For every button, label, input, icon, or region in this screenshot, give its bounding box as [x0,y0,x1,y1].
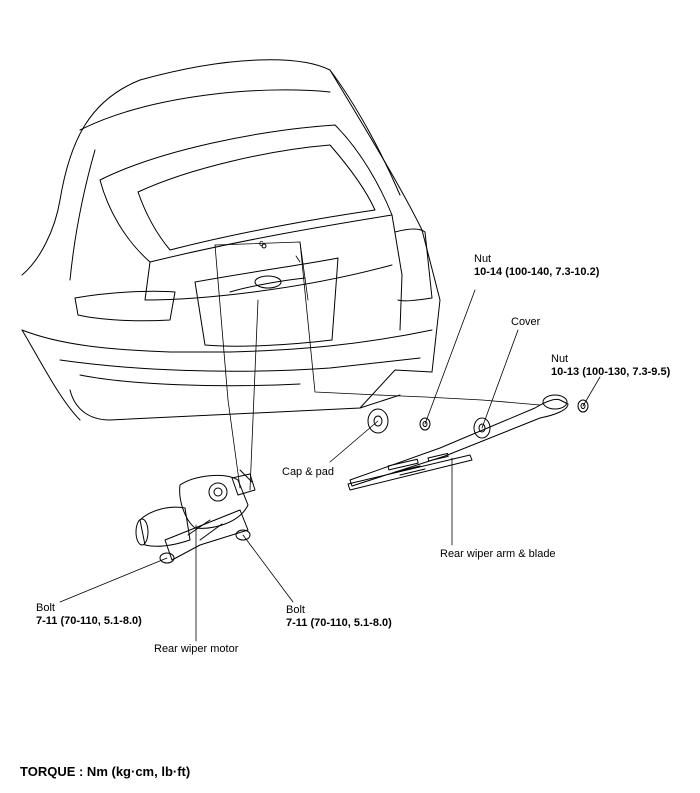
nut-right-name: Nut [551,353,569,365]
label-bolt-left: Bolt 7-11 (70-110, 5.1-8.0) [36,602,142,628]
bolt-right-name: Bolt [286,604,305,616]
label-point-c: c [259,237,264,250]
label-cap-pad: Cap & pad [282,466,334,479]
cap-pad-name: Cap & pad [282,466,334,478]
cap-and-pad [367,408,389,434]
label-nut-upper: Nut 10-14 (100-140, 7.3-10.2) [474,253,599,279]
nut-upper [419,417,431,431]
label-rear-wiper-motor: Rear wiper motor [154,643,238,656]
bolt-left-name: Bolt [36,602,55,614]
label-rear-wiper-arm-blade: Rear wiper arm & blade [440,548,556,561]
leader-lines [59,289,601,642]
nut-upper-torque: 10-14 (100-140, 7.3-10.2) [474,266,600,278]
label-bolt-right: Bolt 7-11 (70-110, 5.1-8.0) [286,604,392,630]
rear-wiper-arm-and-blade [347,394,569,491]
vehicle-rear-body [21,59,441,421]
label-cover: Cover [511,316,540,329]
cover-name: Cover [511,316,541,328]
nut-right [577,399,589,413]
nut-right-torque: 10-13 (100-130, 7.3-9.5) [551,366,671,378]
torque-units-note: TORQUE : Nm (kg·cm, lb·ft) [20,764,191,779]
cover [473,417,491,439]
arm-blade-name: Rear wiper arm & blade [440,548,556,560]
point-c-marker [261,243,267,249]
motor-name: Rear wiper motor [154,643,239,655]
rear-wiper-motor [135,469,256,564]
nut-upper-name: Nut [474,253,492,265]
guide-lines [214,241,541,491]
point-c-name: c [259,238,264,248]
bolt-right-torque: 7-11 (70-110, 5.1-8.0) [286,617,392,629]
bolt-left-torque: 7-11 (70-110, 5.1-8.0) [36,615,142,627]
label-nut-right: Nut 10-13 (100-130, 7.3-9.5) [551,353,670,379]
